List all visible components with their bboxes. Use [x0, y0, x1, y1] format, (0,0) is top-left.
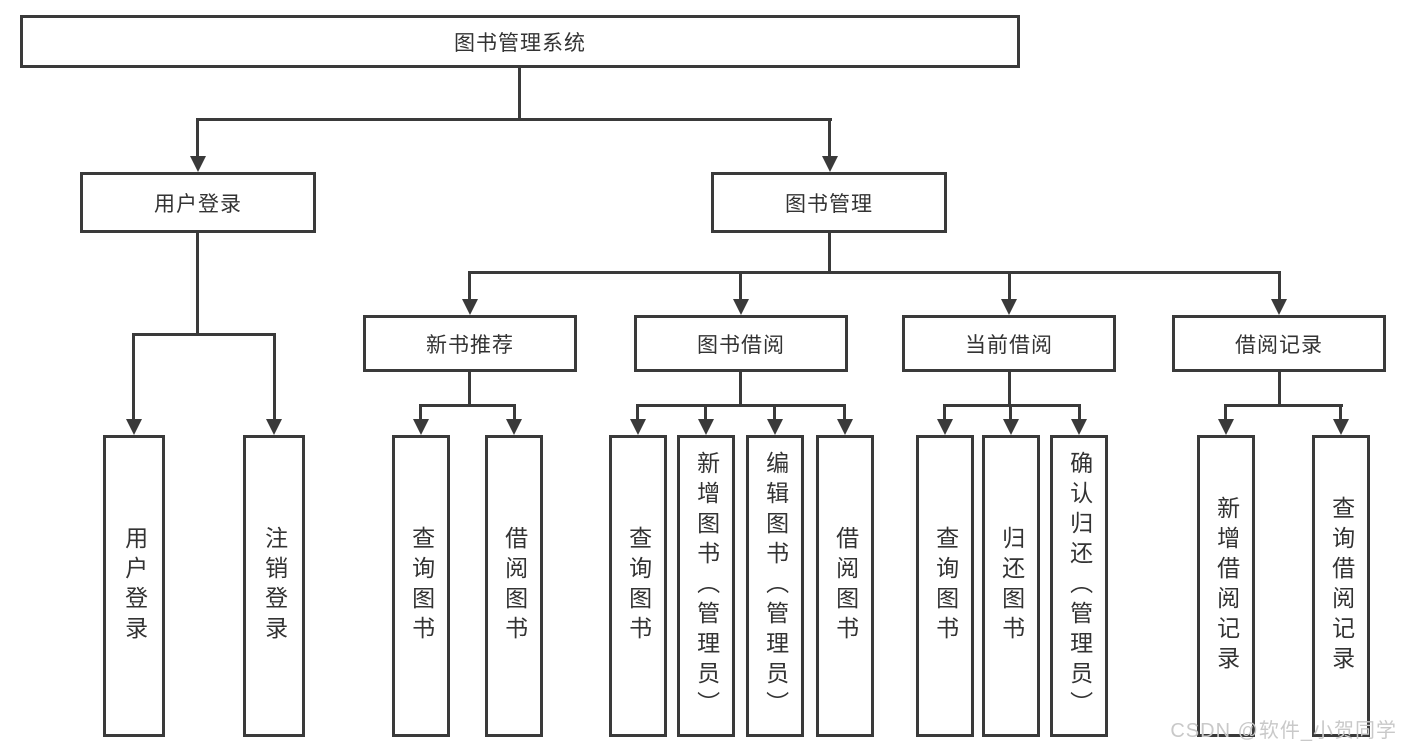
arrow-down-icon [126, 419, 142, 435]
connector-line [828, 118, 831, 159]
leaf-add-borrow-record: 新增借阅记录 [1197, 435, 1255, 737]
watermark: CSDN @软件_小贺同学 [1170, 720, 1397, 742]
arrow-down-icon [937, 419, 953, 435]
leaf-query-books-3-label: 查询图书 [932, 526, 959, 646]
connector-line [636, 404, 639, 421]
connector-line [1008, 271, 1011, 301]
leaf-query-borrow-record-label: 查询借阅记录 [1328, 496, 1355, 676]
connector-line [132, 333, 276, 336]
connector-line [773, 404, 776, 421]
connector-line [1078, 404, 1081, 421]
connector-line [943, 404, 946, 421]
arrow-down-icon [1218, 419, 1234, 435]
leaf-user-login-label: 用户登录 [121, 526, 148, 646]
arrow-down-icon [1003, 419, 1019, 435]
box-current-borrowing: 当前借阅 [902, 315, 1116, 372]
arrow-down-icon [190, 156, 206, 172]
box-borrowing-records-label: 借阅记录 [1235, 333, 1323, 357]
arrow-down-icon [733, 299, 749, 315]
connector-line [739, 271, 742, 301]
arrow-down-icon [767, 419, 783, 435]
leaf-query-borrow-record: 查询借阅记录 [1312, 435, 1370, 737]
leaf-confirm-return-admin: 确认归还（管理员） [1050, 435, 1108, 737]
connector-line [1008, 372, 1011, 407]
leaf-edit-book-admin: 编辑图书（管理员） [746, 435, 804, 737]
box-borrowing-records: 借阅记录 [1172, 315, 1386, 372]
leaf-user-login: 用户登录 [103, 435, 165, 737]
connector-line [518, 68, 521, 121]
leaf-borrow-books-2: 借阅图书 [816, 435, 874, 737]
leaf-add-borrow-record-label: 新增借阅记录 [1213, 496, 1240, 676]
connector-line [636, 404, 846, 407]
box-new-book-recommend: 新书推荐 [363, 315, 577, 372]
leaf-query-books-1: 查询图书 [392, 435, 450, 737]
arrow-down-icon [698, 419, 714, 435]
arrow-down-icon [266, 419, 282, 435]
connector-line [468, 372, 471, 407]
connector-line [828, 233, 831, 274]
leaf-edit-book-admin-label: 编辑图书（管理员） [762, 451, 789, 721]
arrow-down-icon [1333, 419, 1349, 435]
arrow-down-icon [462, 299, 478, 315]
arrow-down-icon [1271, 299, 1287, 315]
leaf-logout-label: 注销登录 [261, 526, 288, 646]
connector-line [1224, 404, 1343, 407]
connector-line [273, 333, 276, 421]
leaf-add-book-admin: 新增图书（管理员） [677, 435, 735, 737]
connector-line [1278, 372, 1281, 407]
arrow-down-icon [506, 419, 522, 435]
arrow-down-icon [822, 156, 838, 172]
arrow-down-icon [1001, 299, 1017, 315]
leaf-borrow-books-1: 借阅图书 [485, 435, 543, 737]
connector-line [132, 333, 135, 421]
connector-line [196, 118, 199, 159]
leaf-query-books-2-label: 查询图书 [625, 526, 652, 646]
box-book-management: 图书管理 [711, 172, 947, 233]
connector-line [513, 404, 516, 421]
leaf-confirm-return-admin-label: 确认归还（管理员） [1066, 451, 1093, 721]
box-user-login-label: 用户登录 [154, 192, 242, 216]
connector-line [196, 233, 199, 336]
connector-line [419, 404, 516, 407]
leaf-return-books: 归还图书 [982, 435, 1040, 737]
leaf-borrow-books-1-label: 借阅图书 [501, 526, 528, 646]
box-current-borrowing-label: 当前借阅 [965, 333, 1053, 357]
leaf-query-books-2: 查询图书 [609, 435, 667, 737]
connector-line [739, 372, 742, 407]
leaf-query-books-1-label: 查询图书 [408, 526, 435, 646]
box-book-management-label: 图书管理 [785, 192, 873, 216]
leaf-add-book-admin-label: 新增图书（管理员） [693, 451, 720, 721]
connector-line [1278, 271, 1281, 301]
connector-line [468, 271, 471, 301]
box-new-book-recommend-label: 新书推荐 [426, 333, 514, 357]
connector-line [1224, 404, 1227, 421]
leaf-query-books-3: 查询图书 [916, 435, 974, 737]
box-library-system-label: 图书管理系统 [454, 31, 586, 55]
box-book-borrowing-label: 图书借阅 [697, 333, 785, 357]
box-library-system: 图书管理系统 [20, 15, 1020, 68]
arrow-down-icon [837, 419, 853, 435]
connector-line [943, 404, 1081, 407]
arrow-down-icon [630, 419, 646, 435]
connector-line [196, 118, 832, 121]
connector-line [468, 271, 1281, 274]
leaf-borrow-books-2-label: 借阅图书 [832, 526, 859, 646]
connector-line [704, 404, 707, 421]
box-book-borrowing: 图书借阅 [634, 315, 848, 372]
box-user-login: 用户登录 [80, 172, 316, 233]
arrow-down-icon [413, 419, 429, 435]
connector-line [1009, 404, 1012, 421]
leaf-return-books-label: 归还图书 [998, 526, 1025, 646]
leaf-logout: 注销登录 [243, 435, 305, 737]
connector-line [843, 404, 846, 421]
arrow-down-icon [1071, 419, 1087, 435]
connector-line [1339, 404, 1342, 421]
connector-line [419, 404, 422, 421]
